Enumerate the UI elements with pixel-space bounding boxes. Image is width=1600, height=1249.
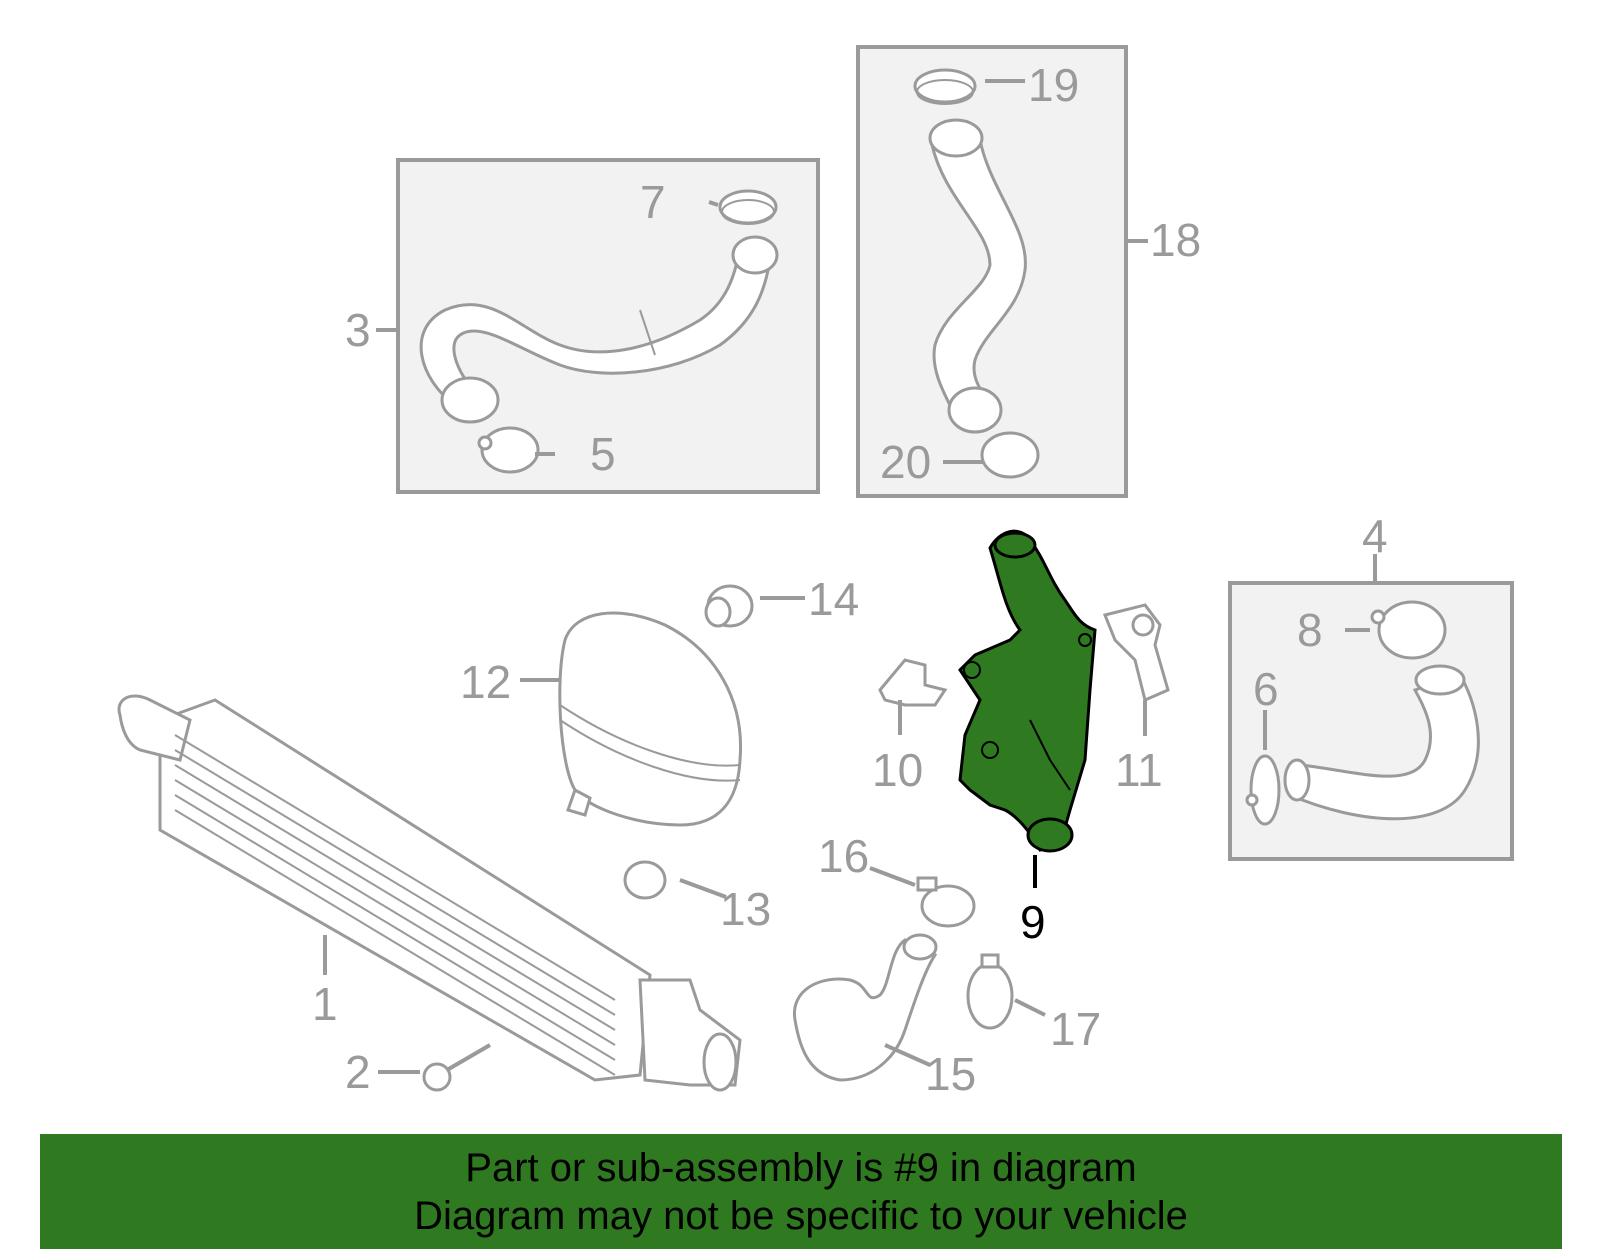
hose-icon-15	[793, 933, 938, 1082]
callout-6: 6	[1253, 663, 1279, 715]
callout-17: 17	[1050, 1003, 1101, 1055]
callout-10: 10	[872, 744, 923, 796]
bracket-icon-10	[878, 658, 948, 707]
callout-7: 7	[640, 176, 666, 228]
callout-5: 5	[590, 428, 616, 480]
callout-20: 20	[880, 436, 931, 488]
clamp-icon-6	[1245, 754, 1281, 826]
callout-8: 8	[1297, 604, 1323, 656]
callout-4: 4	[1362, 510, 1388, 562]
clamp-icon-8	[1370, 600, 1447, 660]
clamp-icon-19	[913, 68, 977, 105]
banner-line-2: Diagram may not be specific to your vehi…	[414, 1194, 1188, 1238]
callout-1: 1	[312, 978, 338, 1030]
callout-9: 9	[1020, 896, 1046, 948]
callout-3: 3	[345, 304, 371, 356]
sensor-icon-11	[1102, 603, 1170, 703]
bolt-icon-2	[422, 1043, 492, 1092]
clamp-icon-5	[477, 426, 540, 474]
air-pipe-icon-9	[958, 529, 1097, 853]
callout-15: 15	[925, 1048, 976, 1100]
info-banner: Part or sub-assembly is #9 in diagram Di…	[40, 1134, 1562, 1249]
callout-13: 13	[720, 883, 771, 935]
leader-lines	[323, 79, 1377, 1074]
grommet-icon-14	[704, 584, 754, 628]
callout-18: 18	[1150, 214, 1201, 266]
banner-line-1: Part or sub-assembly is #9 in diagram	[465, 1146, 1137, 1190]
callout-14: 14	[808, 573, 859, 625]
hose-icon-4	[1283, 664, 1480, 821]
callout-16: 16	[818, 830, 869, 882]
clamp-icon-17	[966, 953, 1014, 1030]
callout-11: 11	[1115, 744, 1163, 796]
callout-2: 2	[345, 1046, 371, 1098]
callout-12: 12	[460, 656, 511, 708]
hose-icon-3	[419, 235, 779, 424]
clamp-icon-20	[980, 431, 1040, 479]
callout-19: 19	[1028, 59, 1079, 111]
hose-icon-18	[928, 118, 1027, 434]
intercooler-icon-1	[117, 694, 742, 1092]
clamp-icon-7	[718, 189, 778, 225]
clamp-icon-16	[916, 876, 976, 928]
parts-diagram: 1 2 3 4 5 6 7 8 9 10 11 12 13 14 15 16 1…	[117, 45, 1514, 1100]
grommet-icon-13	[623, 860, 667, 900]
air-duct-icon-12	[558, 611, 743, 827]
